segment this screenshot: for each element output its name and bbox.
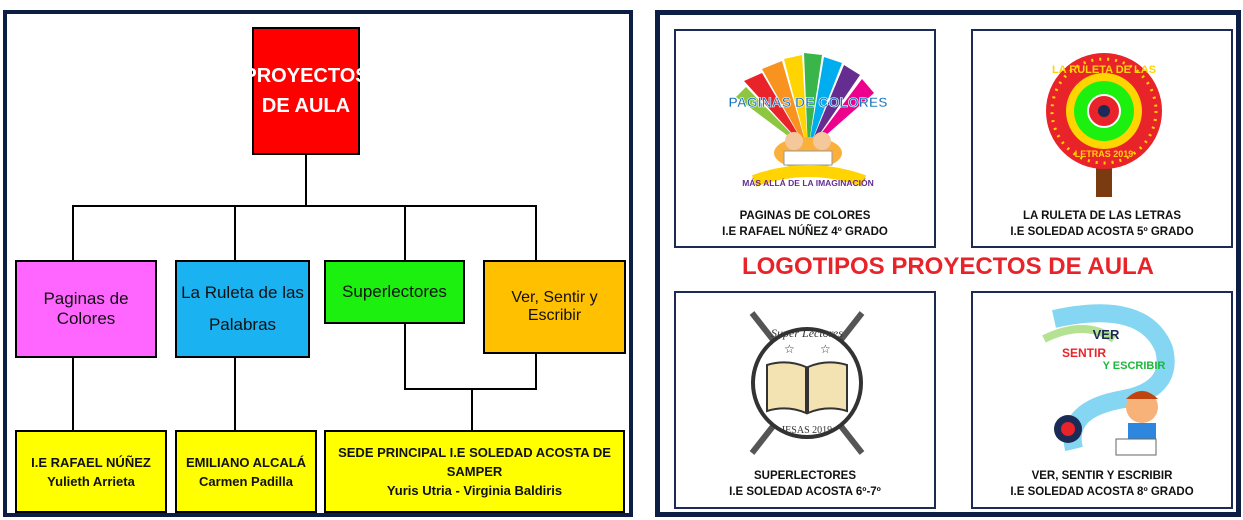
ver-sentir-escribir-logo: VER SENTIR Y ESCRIBIR bbox=[1042, 304, 1175, 456]
connector-superlectores bbox=[404, 205, 406, 260]
project-label: Paginas de Colores bbox=[43, 289, 129, 328]
connector-root bbox=[305, 154, 307, 207]
teacher-name: Carmen Padilla bbox=[199, 473, 293, 489]
ver-logo-text-2: SENTIR bbox=[1062, 346, 1106, 360]
ruleta-logo-text: LA RULETA DE LAS bbox=[1052, 64, 1156, 76]
logo-card-ruleta: LA RULETA DE LAS LETRAS 2019 LA RULETA D… bbox=[971, 29, 1233, 248]
school-name: SEDE PRINCIPAL I.E SOLEDAD ACOSTA DE SAM… bbox=[338, 445, 611, 479]
connector-superlectores-down bbox=[404, 322, 406, 390]
logos-heading: LOGOTIPOS PROYECTOS DE AULA bbox=[741, 253, 1155, 280]
card-subtitle: I.E SOLEDAD ACOSTA 5º GRADO bbox=[1010, 226, 1194, 238]
root-line2: DE AULA bbox=[261, 95, 351, 117]
superlectores-logo-subtext: IESAS 2019 bbox=[782, 425, 832, 436]
connector-ver bbox=[535, 205, 537, 260]
superlectores-logo: Super Lectores ☆ ☆ IESAS 2019 bbox=[749, 311, 865, 455]
school-emiliano-alcala: EMILIANO ALCALÁ Carmen Padilla bbox=[175, 430, 317, 513]
connector-horizontal bbox=[72, 205, 537, 207]
connector-paginas-school bbox=[72, 358, 74, 433]
ver-logo-text-1: VER bbox=[1093, 327, 1120, 342]
card-title: LA RULETA DE LAS LETRAS bbox=[1022, 210, 1181, 222]
connector-paginas bbox=[72, 205, 74, 260]
project-label: Ver, Sentir y Escribir bbox=[511, 289, 598, 324]
connector-ruleta bbox=[234, 205, 236, 260]
teacher-name: Yulieth Arrieta bbox=[47, 473, 135, 489]
paginas-logo-text: PAGINAS DE COLORES bbox=[728, 94, 887, 110]
card-title: PAGINAS DE COLORES bbox=[739, 210, 871, 222]
card-subtitle: I.E SOLEDAD ACOSTA 6º-7º bbox=[729, 486, 881, 498]
project-ver-sentir-escribir: Ver, Sentir y Escribir bbox=[483, 260, 626, 354]
star-icon: ☆ bbox=[820, 342, 831, 356]
paginas-de-colores-logo: PAGINAS DE COLORES MÁS ALLÁ DE LA IMAGIN… bbox=[728, 53, 888, 188]
ver-logo-text-3: Y ESCRIBIR bbox=[1103, 360, 1166, 372]
school-soledad-acosta: SEDE PRINCIPAL I.E SOLEDAD ACOSTA DE SAM… bbox=[324, 430, 625, 513]
logo-card-superlectores: Super Lectores ☆ ☆ IESAS 2019 SUPERLECTO… bbox=[674, 291, 936, 509]
card-subtitle: I.E RAFAEL NÚÑEZ 4º GRADO bbox=[722, 226, 888, 238]
connector-ver-down bbox=[535, 354, 537, 390]
card-title: VER, SENTIR Y ESCRIBIR bbox=[1031, 470, 1173, 482]
project-label: Superlectores bbox=[342, 282, 447, 301]
connector-soledad-school bbox=[471, 388, 473, 433]
ruleta-logo-subtext: LETRAS 2019 bbox=[1075, 149, 1134, 159]
root-node: PROYECTOS DE AULA bbox=[243, 27, 369, 155]
card-title: SUPERLECTORES bbox=[753, 470, 857, 482]
project-la-ruleta: La Ruleta de las Palabras bbox=[175, 260, 310, 358]
org-chart-panel: PROYECTOS DE AULA Paginas de Colores La … bbox=[3, 10, 633, 517]
star-icon: ☆ bbox=[784, 342, 795, 356]
paginas-logo-subtext: MÁS ALLÁ DE LA IMAGINACIÓN bbox=[742, 177, 874, 188]
superlectores-logo-text: Super Lectores bbox=[771, 326, 843, 340]
project-superlectores: Superlectores bbox=[324, 260, 465, 324]
project-paginas-de-colores: Paginas de Colores bbox=[15, 260, 157, 358]
logos-panel: PAGINAS DE COLORES MÁS ALLÁ DE LA IMAGIN… bbox=[655, 10, 1241, 517]
la-ruleta-logo: LA RULETA DE LAS LETRAS 2019 bbox=[1046, 53, 1162, 197]
logo-card-paginas: PAGINAS DE COLORES MÁS ALLÁ DE LA IMAGIN… bbox=[674, 29, 936, 248]
connector-merge bbox=[404, 388, 537, 390]
teacher-name: Yuris Utria - Virginia Baldiris bbox=[386, 483, 563, 498]
root-line1: PROYECTOS bbox=[243, 65, 369, 87]
card-subtitle: I.E SOLEDAD ACOSTA 8º GRADO bbox=[1010, 486, 1194, 498]
project-label-line1: La Ruleta de las bbox=[181, 283, 304, 302]
school-name: I.E RAFAEL NÚÑEZ bbox=[31, 454, 151, 470]
logo-card-ver-sentir: VER SENTIR Y ESCRIBIR VER, SENTIR Y ESCR… bbox=[971, 291, 1233, 509]
school-name: EMILIANO ALCALÁ bbox=[185, 454, 307, 470]
connector-ruleta-school bbox=[234, 358, 236, 433]
project-label-line2: Palabras bbox=[208, 315, 277, 334]
school-rafael-nunez: I.E RAFAEL NÚÑEZ Yulieth Arrieta bbox=[15, 430, 167, 513]
